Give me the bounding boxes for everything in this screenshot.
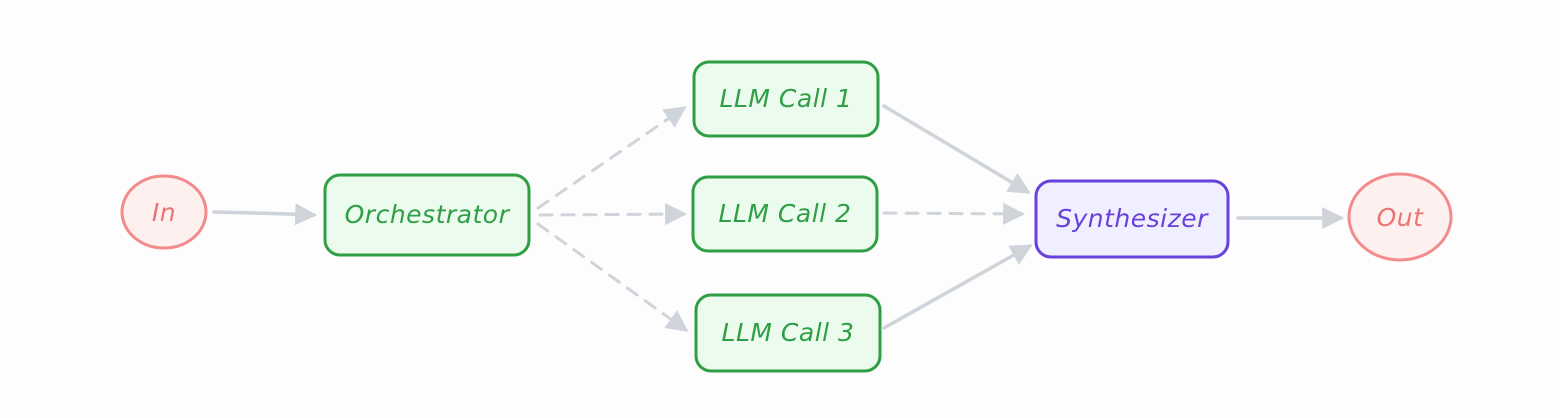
node-out-label: Out: [1377, 203, 1425, 232]
edge-orchestrator-to-llm-call-1: [536, 106, 687, 210]
node-in[interactable]: In: [120, 174, 208, 250]
node-llm-call-2[interactable]: LLM Call 2: [691, 175, 879, 253]
node-in-label: In: [152, 198, 176, 227]
node-llm-call-1-shape: [692, 60, 880, 138]
node-orchestrator-shape: [323, 173, 531, 257]
edge-llm-call-1-to-synthesizer: [882, 104, 1031, 194]
edge-orchestrator-to-llm-call-3: [536, 222, 689, 332]
edge-in-to-orchestrator: [212, 203, 318, 226]
node-llm-call-1-label: LLM Call 1: [720, 84, 853, 113]
nodes-group: In Orchestrator LLM Call 1 LLM Call 2 LL…: [120, 60, 1453, 373]
node-out[interactable]: Out: [1347, 172, 1453, 262]
node-out-shape: [1347, 172, 1453, 262]
node-llm-call-2-label: LLM Call 2: [719, 199, 852, 228]
edge-orchestrator-to-llm-call-2: [538, 203, 688, 226]
node-llm-call-2-shape: [691, 175, 879, 253]
edges-group: [212, 104, 1345, 332]
node-llm-call-3-label: LLM Call 3: [722, 318, 855, 347]
node-synthesizer-shape: [1034, 179, 1230, 259]
node-orchestrator[interactable]: Orchestrator: [323, 173, 531, 257]
node-synthesizer-label: Synthesizer: [1056, 204, 1209, 233]
node-orchestrator-label: Orchestrator: [345, 200, 511, 229]
node-llm-call-1[interactable]: LLM Call 1: [692, 60, 880, 138]
edge-llm-call-3-to-synthesizer: [882, 244, 1033, 330]
node-llm-call-3-shape: [694, 293, 882, 373]
node-llm-call-3[interactable]: LLM Call 3: [694, 293, 882, 373]
node-in-shape: [120, 174, 208, 250]
node-synthesizer[interactable]: Synthesizer: [1034, 179, 1230, 259]
edge-llm-call-2-to-synthesizer: [882, 202, 1026, 225]
